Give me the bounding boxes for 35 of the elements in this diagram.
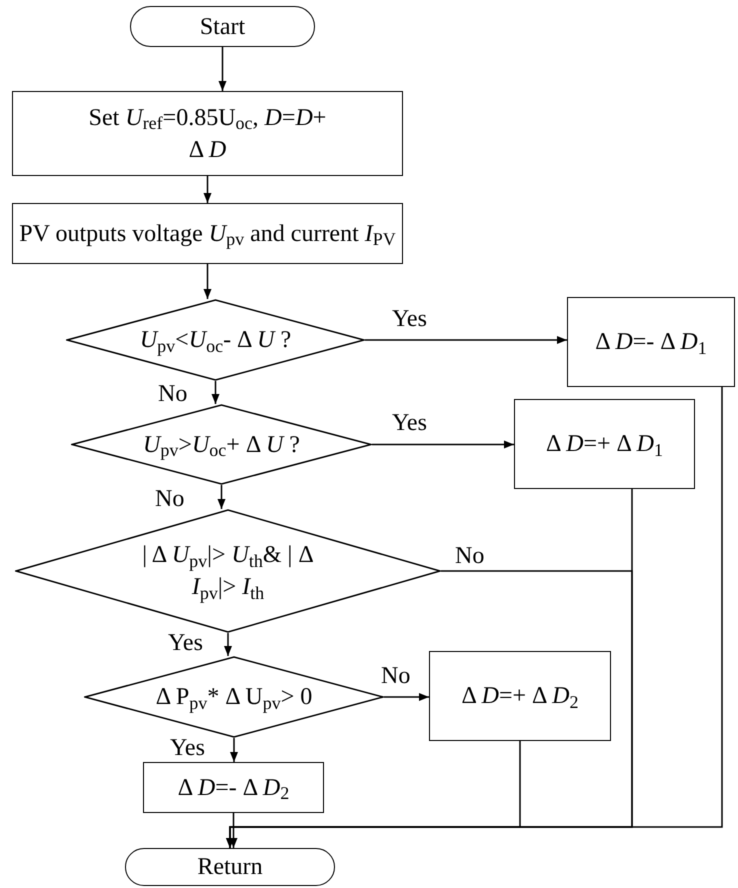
node-text: Start [200,12,246,42]
arrow [230,813,238,848]
node-text: Δ D=+ Δ D$_{1}$ [546,430,663,460]
decision-diamond [15,509,441,633]
process-box [12,91,403,176]
process-box [12,203,403,264]
node-text: Set U$_{ref}$=0.85U$_{oc}$, D=D+ Δ D [88,104,328,164]
node-text: Δ D=- Δ D$_{2}$ [178,774,290,804]
node-text: Δ D=+ Δ D$_{2}$ [462,682,578,712]
arrow [204,264,212,299]
arrow [372,440,514,448]
process-box [514,399,695,489]
node-text: PV outputs voltage U$_{pv}$ and current I$_{PV}$ [19,220,396,250]
node-text: Δ P$_{pv}$* Δ U$_{pv}$> 0 [156,683,312,713]
decision-diamond [66,299,365,381]
terminal-shape [130,6,315,47]
node-text: Δ D=- Δ D$_{1}$ [595,328,707,358]
process-box [429,651,611,741]
arrow [224,633,232,656]
arrow [384,693,429,701]
arrow [226,387,723,848]
node-text: U$_{pv}$>U$_{oc}$+ Δ U ? [143,430,300,460]
process-box [567,297,735,387]
arrow [212,381,220,404]
arrow [230,738,238,762]
arrow [365,336,567,344]
process-box [143,762,324,813]
terminal-shape [125,848,335,886]
node-text: U$_{pv}$<U$_{oc}$- Δ U ? [140,326,292,356]
arrow [218,47,226,91]
arrow [218,485,226,509]
decision-diamond [71,404,372,485]
node-text: | Δ U$_{pv}$|> U$_{th}$& | Δ I$_{pv}$|> I$_{th}$ [141,541,315,603]
node-text: Return [197,853,263,882]
arrow [204,176,212,203]
